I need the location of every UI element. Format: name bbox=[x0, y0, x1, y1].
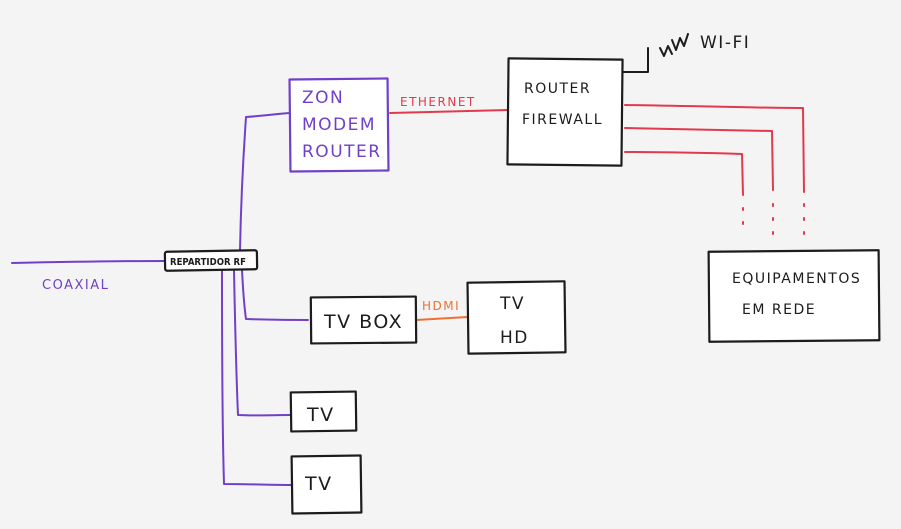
modem-router-box bbox=[288, 77, 390, 173]
tv1-label: TV bbox=[306, 404, 335, 426]
tv1-node: TV bbox=[289, 390, 358, 433]
coax-to-tv1-line bbox=[233, 270, 291, 417]
coax-input-line bbox=[11, 260, 166, 264]
lan-line-1 bbox=[624, 104, 805, 193]
tv2-box bbox=[290, 454, 363, 515]
coax-to-modem-line bbox=[239, 112, 291, 251]
wifi-antenna-line bbox=[619, 47, 649, 73]
tvhd-box bbox=[466, 280, 567, 355]
tvhd-label-line2: HD bbox=[500, 328, 529, 348]
wifi-icon bbox=[659, 33, 689, 57]
tv2-node: TV bbox=[290, 454, 363, 515]
ethernet-line bbox=[389, 109, 509, 114]
modem-label-line1: ZON bbox=[302, 88, 344, 108]
tvhd-label-line1: TV bbox=[499, 294, 525, 314]
router-label-line1: ROUTER bbox=[524, 81, 591, 97]
modem-label-line3: ROUTER bbox=[302, 142, 382, 162]
modem-label-line2: MODEM bbox=[302, 115, 376, 135]
network-devices-node: EQUIPAMENTOS EM REDE bbox=[707, 249, 881, 343]
coax-to-tvbox-line bbox=[241, 269, 309, 321]
tvbox-node: TV BOX bbox=[309, 295, 418, 345]
ethernet-label: ETHERNET bbox=[400, 95, 476, 109]
modem-router-node: ZON MODEM ROUTER bbox=[288, 77, 390, 173]
router-firewall-box bbox=[506, 57, 624, 167]
lan-line-3 bbox=[624, 151, 744, 196]
wifi-label: WI-FI bbox=[700, 33, 750, 53]
tvbox-box bbox=[309, 295, 418, 345]
splitter-box bbox=[163, 249, 259, 272]
coax-to-tv2-line bbox=[221, 270, 293, 486]
splitter-label: REPARTIDOR RF bbox=[170, 257, 246, 268]
network-devices-box bbox=[707, 249, 881, 343]
router-firewall-node: ROUTER FIREWALL bbox=[506, 57, 624, 167]
tv2-label: TV bbox=[304, 473, 333, 495]
hdmi-label: HDMI bbox=[422, 299, 460, 313]
equip-label-line1: EQUIPAMENTOS bbox=[732, 271, 861, 287]
tv1-box bbox=[289, 390, 358, 433]
splitter-node: REPARTIDOR RF bbox=[163, 249, 259, 272]
tvbox-label: TV BOX bbox=[323, 311, 403, 333]
ethernet-wires bbox=[389, 104, 805, 237]
router-label-line2: FIREWALL bbox=[522, 112, 603, 128]
wifi-group: WI-FI bbox=[619, 33, 750, 73]
equip-label-line2: EM REDE bbox=[742, 302, 816, 318]
coaxial-label: COAXIAL bbox=[42, 278, 109, 293]
hdmi-line bbox=[415, 316, 469, 321]
coaxial-wires bbox=[11, 112, 309, 486]
tvhd-node: TV HD bbox=[466, 280, 567, 355]
lan-line-2 bbox=[624, 127, 774, 191]
